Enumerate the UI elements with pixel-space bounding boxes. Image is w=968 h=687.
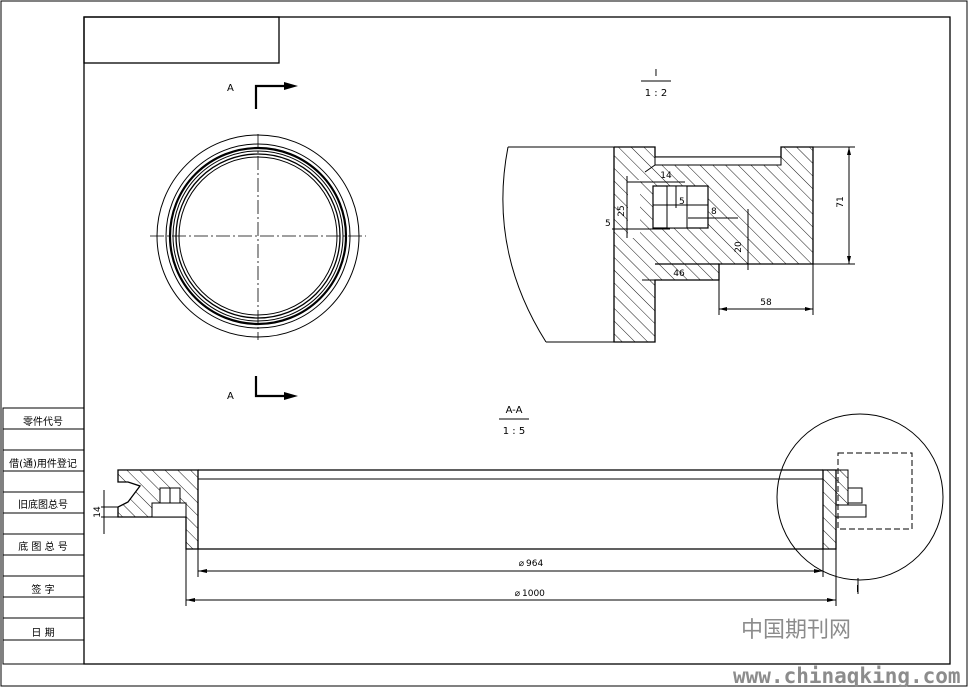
svg-text:⌀: ⌀ (515, 589, 521, 599)
svg-text:20: 20 (734, 241, 744, 253)
svg-text:14: 14 (93, 506, 103, 518)
svg-text:8: 8 (711, 207, 717, 217)
side-row-borrowed-register: 借(通)用件登记 (9, 457, 77, 470)
detail-view-section (502, 146, 814, 343)
side-row-part-code: 零件代号 (23, 416, 63, 428)
svg-text:I: I (655, 68, 658, 79)
svg-text:5: 5 (605, 219, 611, 229)
side-table (2, 407, 85, 665)
svg-text:A: A (227, 83, 234, 94)
plan-view-rings (150, 134, 366, 340)
section-view-body (117, 469, 867, 550)
section-mark-top: A (227, 82, 298, 109)
section-view-title: A-A 1 : 5 (499, 405, 529, 437)
side-row-drawing-no: 底 图 总 号 (18, 540, 68, 553)
svg-text:71: 71 (836, 196, 846, 207)
svg-text:1 : 5: 1 : 5 (503, 426, 525, 437)
svg-text:I: I (856, 584, 859, 595)
svg-text:25: 25 (617, 205, 627, 216)
side-row-signature: 签 字 (31, 583, 54, 596)
watermark: 中国期刊网 www.chinaqking.com (733, 618, 961, 687)
svg-text:A: A (227, 391, 234, 402)
side-row-old-drawing-no: 旧底图总号 (18, 498, 68, 511)
watermark-site-name: 中国期刊网 (741, 618, 851, 643)
detail-view-title: I 1 : 2 (641, 68, 671, 99)
svg-text:1000: 1000 (522, 589, 545, 599)
svg-text:1 : 2: 1 : 2 (645, 88, 667, 99)
svg-text:⌀: ⌀ (519, 559, 525, 569)
svg-text:58: 58 (760, 298, 772, 308)
svg-text:14: 14 (660, 171, 672, 181)
watermark-url: www.chinaqking.com (733, 664, 961, 687)
side-table-labels: 零件代号 借(通)用件登记 旧底图总号 底 图 总 号 签 字 日 期 (9, 416, 77, 639)
detail-view-dimensions: 14 25 5 8 5 20 46 58 71 (605, 146, 855, 315)
side-row-date: 日 期 (31, 627, 54, 639)
section-view-dimensions: 14 ⌀ 964 ⌀ 1000 (93, 490, 837, 606)
detail-callout: I (776, 413, 944, 595)
svg-text:5: 5 (679, 197, 685, 207)
svg-text:46: 46 (673, 269, 685, 279)
svg-text:A-A: A-A (506, 405, 523, 416)
svg-text:964: 964 (526, 559, 543, 569)
section-mark-bottom: A (227, 376, 298, 402)
title-cell (83, 16, 280, 64)
